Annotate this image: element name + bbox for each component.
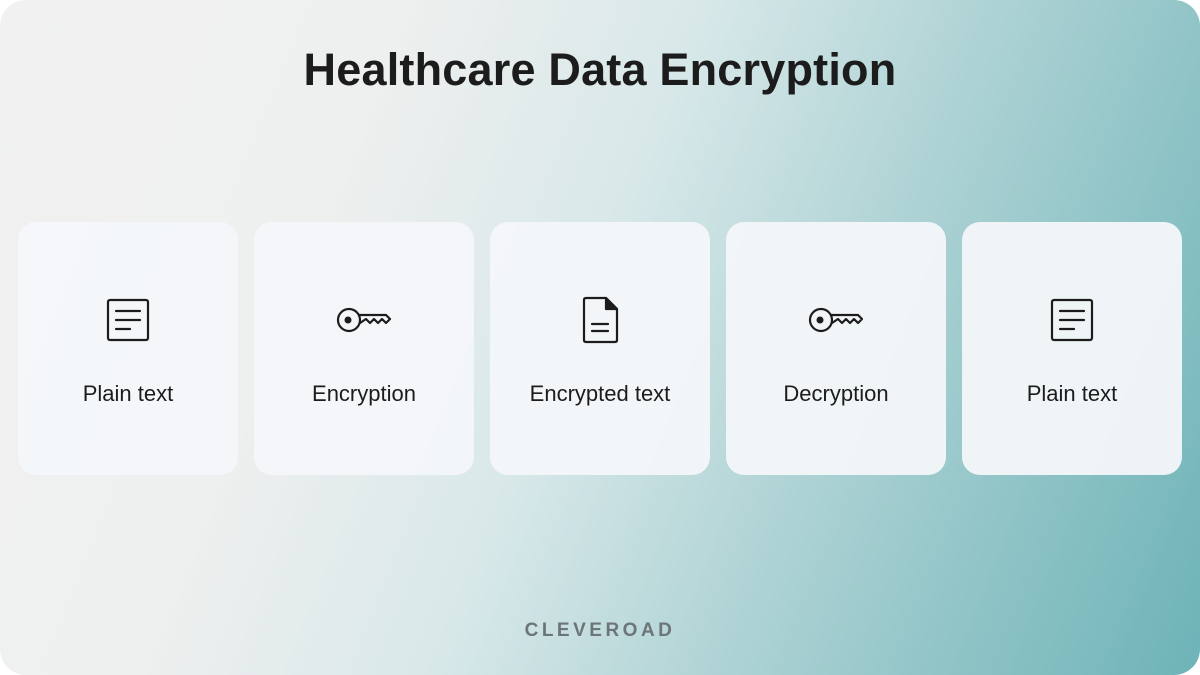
- brand-logo: CLEVEROAD: [524, 620, 676, 641]
- key-icon: [334, 292, 394, 348]
- document-lines-icon: [1042, 292, 1102, 348]
- key-icon: [806, 292, 866, 348]
- document-lines-icon: [98, 292, 158, 348]
- step-card-encryption: Encryption: [254, 222, 474, 475]
- step-card-encrypted-text: Encrypted text: [490, 222, 710, 475]
- step-card-plain-text-output: Plain text: [962, 222, 1182, 475]
- file-icon: [570, 292, 630, 348]
- step-label: Encryption: [312, 381, 416, 406]
- step-label: Plain text: [82, 381, 174, 406]
- step-label: Plain text: [1026, 381, 1118, 406]
- step-card-plain-text: Plain text: [18, 222, 238, 475]
- page-title: Healthcare Data Encryption: [303, 44, 897, 95]
- step-card-decryption: Decryption: [726, 222, 946, 475]
- step-label: Decryption: [783, 381, 889, 406]
- encryption-flow: Plain text Encryption Enc: [18, 222, 1182, 475]
- step-label: Encrypted text: [529, 381, 671, 406]
